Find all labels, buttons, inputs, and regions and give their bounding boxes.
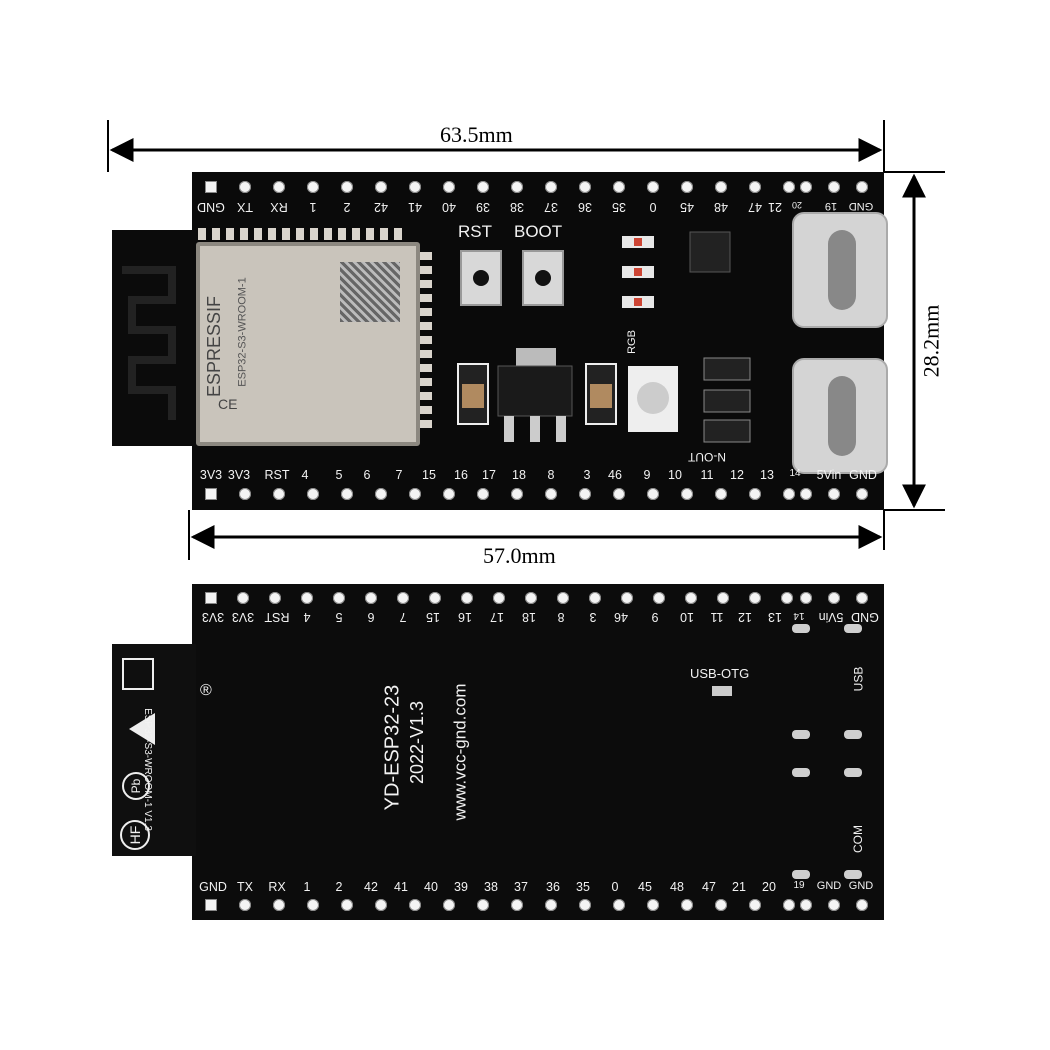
pin-label: RST	[264, 610, 290, 624]
rst-label: RST	[458, 222, 492, 241]
pin-label: 46	[614, 610, 628, 624]
pin-label: 19	[793, 880, 805, 891]
pin-label: GND	[849, 468, 877, 482]
pin-label: GND	[816, 880, 842, 892]
pin-label: 8	[547, 468, 555, 482]
pin-label: 15	[422, 468, 436, 482]
pin-label: 6	[363, 468, 371, 482]
pin-label: 0	[611, 880, 619, 894]
esp32-module: ESPRESSIF ESP32-S3-WROOM-1 CE	[196, 242, 420, 446]
boot-label: BOOT	[514, 222, 563, 241]
usb-c-connector-1[interactable]	[792, 212, 888, 328]
pin-label: 7	[399, 610, 407, 624]
pin-label: 35	[576, 880, 590, 894]
pin-label: 18	[522, 610, 536, 624]
pin-label: 10	[680, 610, 694, 624]
pin-label: 17	[482, 468, 496, 482]
pin-label: 1	[303, 880, 311, 894]
pin-label: 11	[710, 610, 724, 624]
pin-label: GND	[851, 610, 879, 624]
pin-label: RX	[268, 880, 286, 894]
module-back: HF Pb ESP32-S3-WROOM-1 V1.3	[112, 644, 196, 856]
dimension-width-top: 63.5mm	[440, 122, 513, 147]
pin-label: 21	[732, 880, 746, 894]
pin-label: 10	[668, 468, 682, 482]
registered-mark: ®	[200, 682, 212, 699]
pin-label: 3	[589, 610, 597, 624]
pin-label: 16	[458, 610, 472, 624]
pin-label: 3V3	[201, 610, 225, 624]
pin-label: 39	[454, 880, 468, 894]
board-back	[192, 584, 884, 920]
pin-label: 20	[762, 880, 776, 894]
pin-label: 16	[454, 468, 468, 482]
pin-label: 9	[651, 610, 659, 624]
pin-label: 17	[490, 610, 504, 624]
pin-label: 13	[760, 468, 774, 482]
pin-label: 3V3	[227, 468, 251, 482]
pin-label: GND	[199, 880, 227, 894]
pin-label: 14	[793, 610, 805, 621]
pin-label: 5Vin	[816, 468, 842, 482]
pin-label: 14	[789, 468, 801, 479]
pin-label: 4	[303, 610, 311, 624]
pin-label: 4	[301, 468, 309, 482]
pin-label: 12	[730, 468, 744, 482]
pin-label: 2	[335, 880, 343, 894]
usb-otg-label: USB-OTG	[690, 666, 750, 681]
pin-label: 47	[702, 880, 716, 894]
pin-label: 8	[557, 610, 565, 624]
pin-label: 7	[395, 468, 403, 482]
pin-label: TX	[237, 880, 253, 894]
dimension-width-bottom: 57.0mm	[483, 543, 556, 568]
pin-label: 11	[700, 468, 714, 482]
pin-label: 12	[738, 610, 752, 624]
pin-label: 37	[514, 880, 528, 894]
pin-label: GND	[848, 880, 874, 892]
pin-label: 3	[583, 468, 591, 482]
pin-label: 38	[484, 880, 498, 894]
pin-label: 5	[335, 468, 343, 482]
pin-label: 48	[670, 880, 684, 894]
jumper-pad	[712, 686, 732, 696]
antenna-area	[112, 230, 198, 446]
pin-label: 45	[638, 880, 652, 894]
pin-label: 9	[643, 468, 651, 482]
pin-label: RST	[264, 468, 290, 482]
pin-label: 3V3	[231, 610, 255, 624]
pin-label: 36	[546, 880, 560, 894]
rst-button[interactable]	[460, 250, 502, 306]
qr-code	[340, 262, 400, 322]
pin-label: 42	[364, 880, 378, 894]
pin-label: 46	[608, 468, 622, 482]
pin-label: 18	[512, 468, 526, 482]
pin-label: 40	[424, 880, 438, 894]
pin-label: 6	[367, 610, 375, 624]
pin-label: 5Vin	[818, 610, 844, 624]
usb-c-connector-2[interactable]	[792, 358, 888, 474]
pin-label: 15	[426, 610, 440, 624]
pin-label: 3V3	[199, 468, 223, 482]
pin-label: 41	[394, 880, 408, 894]
pin-label: 5	[335, 610, 343, 624]
boot-button[interactable]	[522, 250, 564, 306]
ce-mark: CE	[218, 396, 238, 412]
